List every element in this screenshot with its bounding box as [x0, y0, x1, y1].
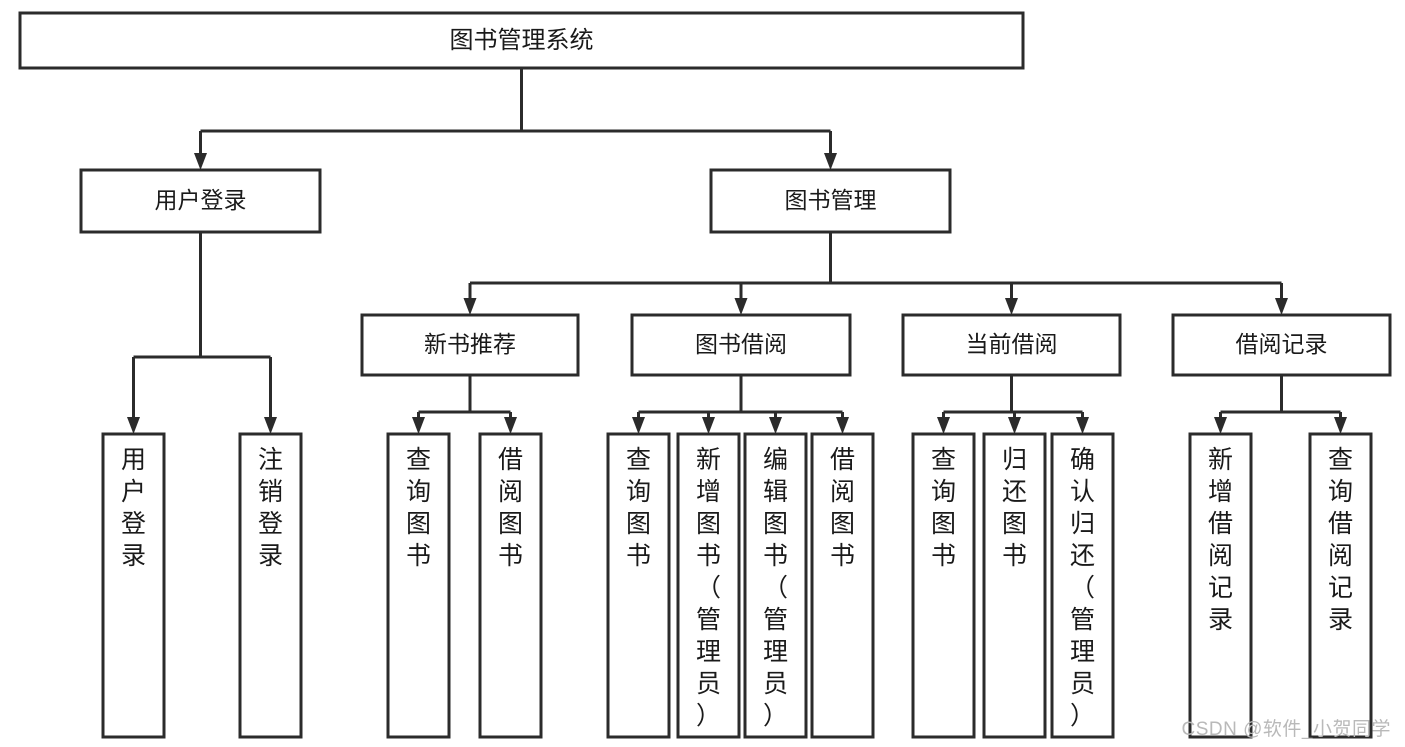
- edges-layer: [127, 68, 1347, 434]
- node-borrow-record[interactable]: 借阅记录: [1171, 313, 1392, 377]
- node-box: [478, 432, 543, 739]
- node-label: 编辑图书（管理员）: [763, 446, 788, 730]
- node-label: 注销登录: [258, 446, 283, 570]
- node-label: 查询图书: [626, 446, 651, 570]
- node-root[interactable]: 图书管理系统: [18, 11, 1025, 70]
- node-label: 查询图书: [931, 446, 956, 570]
- node-box: [630, 313, 852, 377]
- node-leaf-add-book[interactable]: 新增图书（管理员）: [676, 432, 741, 739]
- node-box: [810, 432, 875, 739]
- node-label: 借阅图书: [830, 446, 855, 570]
- node-leaf-borrow-book-2[interactable]: 借阅图书: [810, 432, 875, 739]
- node-label: 图书管理系统: [450, 27, 594, 54]
- node-current-borrow[interactable]: 当前借阅: [901, 313, 1122, 377]
- node-box: [1050, 432, 1115, 739]
- node-box: [1308, 432, 1373, 739]
- node-box: [743, 432, 808, 739]
- node-leaf-edit-book[interactable]: 编辑图书（管理员）: [743, 432, 808, 739]
- node-leaf-query-book-3[interactable]: 查询图书: [911, 432, 976, 739]
- node-new-book-recommend[interactable]: 新书推荐: [360, 313, 580, 377]
- node-leaf-return-book[interactable]: 归还图书: [982, 432, 1047, 739]
- node-label: 新书推荐: [424, 331, 516, 357]
- node-label: 新增图书（管理员）: [696, 446, 721, 730]
- node-box: [1188, 432, 1253, 739]
- node-box: [982, 432, 1047, 739]
- node-book-management[interactable]: 图书管理: [709, 168, 952, 234]
- node-label: 用户登录: [155, 187, 247, 213]
- node-box: [1171, 313, 1392, 377]
- node-leaf-logout[interactable]: 注销登录: [238, 432, 303, 739]
- node-leaf-query-book-1[interactable]: 查询图书: [386, 432, 451, 739]
- node-box: [709, 168, 952, 234]
- node-label: 归还图书: [1002, 446, 1027, 570]
- node-label: 用户登录: [121, 446, 146, 570]
- node-book-borrow[interactable]: 图书借阅: [630, 313, 852, 377]
- node-leaf-query-record[interactable]: 查询借阅记录: [1308, 432, 1373, 739]
- node-box: [18, 11, 1025, 70]
- node-leaf-borrow-book-1[interactable]: 借阅图书: [478, 432, 543, 739]
- node-leaf-user-login[interactable]: 用户登录: [101, 432, 166, 739]
- node-box: [901, 313, 1122, 377]
- node-label: 新增借阅记录: [1208, 446, 1233, 634]
- node-label: 查询图书: [406, 446, 431, 570]
- node-label: 图书借阅: [695, 331, 787, 357]
- node-user-login[interactable]: 用户登录: [79, 168, 322, 234]
- node-box: [101, 432, 166, 739]
- node-box: [386, 432, 451, 739]
- node-leaf-query-book-2[interactable]: 查询图书: [606, 432, 671, 739]
- node-leaf-add-record[interactable]: 新增借阅记录: [1188, 432, 1253, 739]
- node-box: [360, 313, 580, 377]
- nodes-layer: 图书管理系统用户登录图书管理新书推荐图书借阅当前借阅借阅记录用户登录注销登录查询…: [18, 11, 1392, 739]
- node-box: [79, 168, 322, 234]
- node-label: 借阅记录: [1236, 331, 1328, 357]
- node-label: 确认归还（管理员）: [1070, 446, 1095, 730]
- node-box: [911, 432, 976, 739]
- node-leaf-confirm-return[interactable]: 确认归还（管理员）: [1050, 432, 1115, 739]
- node-box: [676, 432, 741, 739]
- node-label: 图书管理: [785, 187, 877, 213]
- node-label: 当前借阅: [966, 331, 1058, 357]
- node-box: [238, 432, 303, 739]
- node-label: 借阅图书: [498, 446, 523, 570]
- node-label: 查询借阅记录: [1328, 446, 1353, 634]
- node-box: [606, 432, 671, 739]
